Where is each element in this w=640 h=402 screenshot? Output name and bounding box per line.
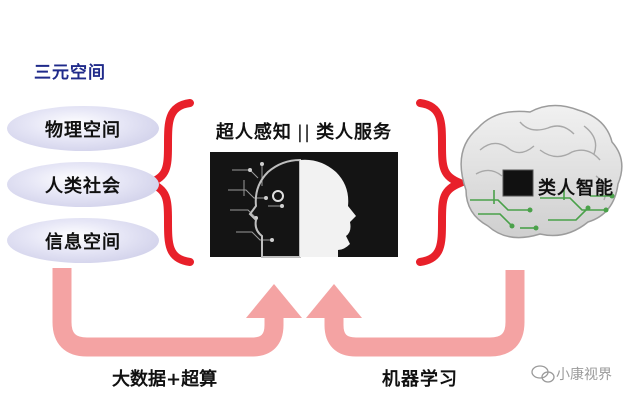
title: 三元空间 [34, 63, 106, 83]
ai-human-face-image [210, 152, 398, 258]
space-physical: 物理空间 [7, 106, 159, 151]
watermark-text: 小康视界 [556, 367, 612, 383]
arrow-left-head [246, 284, 302, 318]
bottom-right-label: 机器学习 [382, 369, 458, 390]
center-left-text: 超人感知 [215, 122, 292, 143]
center-label: 超人感知||类人服务 [196, 118, 412, 144]
arrow-right-head [306, 284, 362, 318]
arrow-left-u [52, 268, 284, 357]
wechat-icon [531, 365, 555, 383]
space-information-label: 信息空间 [45, 231, 121, 253]
chip-icon [502, 169, 534, 197]
right-brace [416, 99, 471, 266]
bottom-left-label: 大数据+超算 [112, 369, 218, 390]
arrow-right-u [324, 270, 525, 357]
brain-label: 类人智能 [538, 178, 614, 199]
space-information: 信息空间 [7, 218, 159, 263]
center-right-text: 类人服务 [316, 122, 393, 143]
brain-image [460, 104, 623, 239]
center-separator: || [296, 122, 312, 143]
watermark: 小康视界 [532, 364, 612, 384]
space-human-society: 人类社会 [7, 162, 159, 207]
space-human-society-label: 人类社会 [45, 175, 121, 197]
space-physical-label: 物理空间 [45, 119, 121, 141]
